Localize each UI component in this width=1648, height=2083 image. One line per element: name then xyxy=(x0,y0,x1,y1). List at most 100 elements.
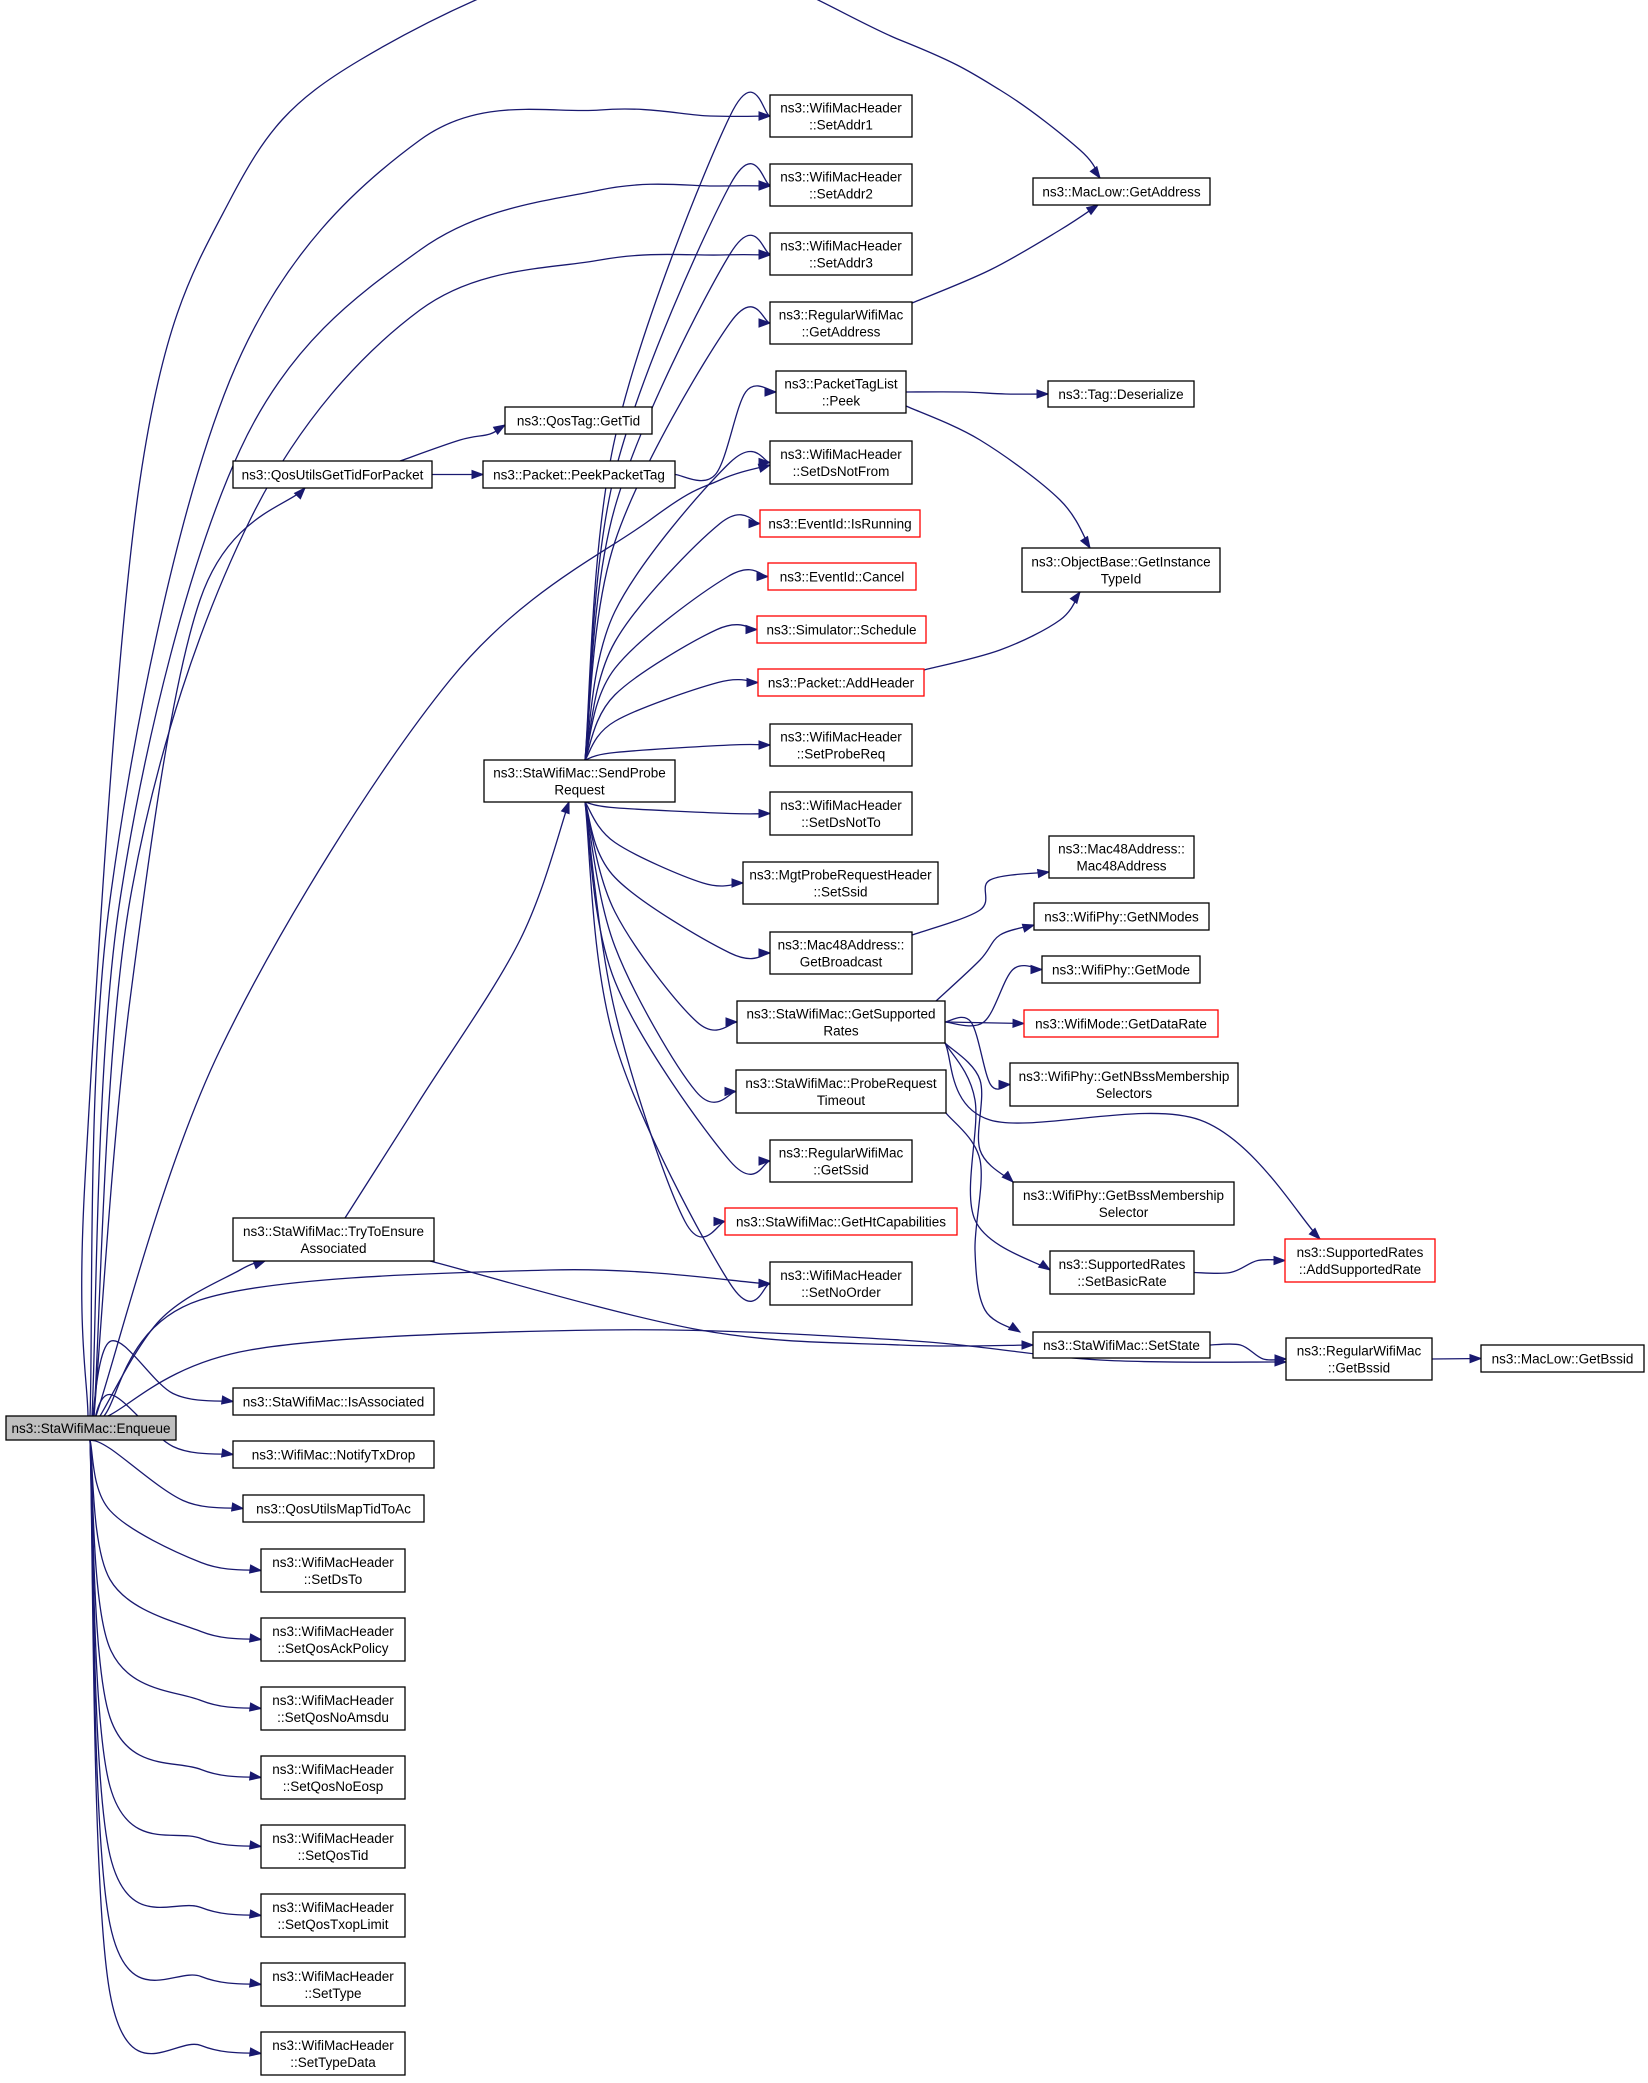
node-box xyxy=(757,668,925,697)
node-maclowgetbssid[interactable]: ns3::MacLow::GetBssid xyxy=(1480,1344,1645,1373)
edge-sendprobe-to-mgtsetssid xyxy=(584,801,744,887)
node-addheader[interactable]: ns3::Packet::AddHeader xyxy=(757,668,925,697)
edge-tryassoc-to-setstate xyxy=(429,1260,1034,1347)
node-label-line: ::SetTypeData xyxy=(290,2055,376,2070)
node-label-line: ::SetAddr2 xyxy=(809,187,873,202)
node-label-line: ns3::QosTag::GetTid xyxy=(517,414,640,429)
node-mgtsetssid[interactable]: ns3::MgtProbeRequestHeader::SetSsid xyxy=(742,861,939,905)
node-tagdeser[interactable]: ns3::Tag::Deserialize xyxy=(1047,380,1195,408)
edge-enqueue-to-setqosnoamsdu-arrowhead xyxy=(248,1702,263,1712)
node-notifytxdrop[interactable]: ns3::WifiMac::NotifyTxDrop xyxy=(232,1440,435,1469)
node-evrunning[interactable]: ns3::EventId::IsRunning xyxy=(759,509,921,538)
node-simsched[interactable]: ns3::Simulator::Schedule xyxy=(756,615,927,644)
node-getnmodes[interactable]: ns3::WifiPhy::GetNModes xyxy=(1033,902,1210,931)
node-label-line: ns3::Mac48Address:: xyxy=(778,938,905,953)
node-label-line: ::SetAddr1 xyxy=(809,118,873,133)
edge-sendprobe-to-probetimeout-arrowhead xyxy=(724,1086,738,1097)
node-addsuprate[interactable]: ns3::SupportedRates::AddSupportedRate xyxy=(1284,1238,1436,1283)
node-label-line: ns3::SupportedRates xyxy=(1059,1257,1186,1272)
edge-enqueue-to-maclowgetaddr-arrowhead xyxy=(1089,165,1101,180)
node-setqostid[interactable]: ns3::WifiMacHeader::SetQosTid xyxy=(260,1824,406,1869)
node-enqueue[interactable]: ns3::StaWifiMac::Enqueue xyxy=(5,1415,177,1441)
node-mac48bcast[interactable]: ns3::Mac48Address::GetBroadcast xyxy=(769,931,913,975)
node-setdsnotto[interactable]: ns3::WifiMacHeader::SetDsNotTo xyxy=(769,791,913,836)
node-setqosack[interactable]: ns3::WifiMacHeader::SetQosAckPolicy xyxy=(260,1617,406,1662)
edge-sendprobe-to-setaddr1-arrowhead xyxy=(758,111,772,121)
edge-enqueue-to-qosmaptid-arrowhead xyxy=(230,1502,245,1512)
edge-getsuprates-to-setbasicrate-arrowhead xyxy=(1037,1259,1052,1271)
node-maclowgetaddr[interactable]: ns3::MacLow::GetAddress xyxy=(1032,177,1211,206)
node-settypedata[interactable]: ns3::WifiMacHeader::SetTypeData xyxy=(260,2031,406,2076)
edge-enqueue-to-setaddr1 xyxy=(89,108,771,1417)
node-qosmaptid[interactable]: ns3::QosUtilsMapTidToAc xyxy=(242,1494,425,1523)
node-box xyxy=(769,1139,913,1183)
node-getdatarate[interactable]: ns3::WifiMode::GetDataRate xyxy=(1023,1009,1219,1038)
node-label-line: Associated xyxy=(300,1241,366,1256)
node-regwifigetaddr[interactable]: ns3::RegularWifiMac::GetAddress xyxy=(769,301,913,345)
node-evcancel[interactable]: ns3::EventId::Cancel xyxy=(767,562,917,591)
node-setaddr1[interactable]: ns3::WifiMacHeader::SetAddr1 xyxy=(769,94,913,138)
node-label-line: ns3::RegularWifiMac xyxy=(1297,1344,1422,1359)
node-setdsto[interactable]: ns3::WifiMacHeader::SetDsTo xyxy=(260,1548,406,1593)
node-box xyxy=(769,931,913,975)
node-setstate[interactable]: ns3::StaWifiMac::SetState xyxy=(1032,1331,1211,1359)
node-settype[interactable]: ns3::WifiMacHeader::SetType xyxy=(260,1962,406,2007)
edge-sendprobe-to-simsched xyxy=(584,624,758,761)
node-gethtcap[interactable]: ns3::StaWifiMac::GetHtCapabilities xyxy=(724,1207,958,1236)
node-setnoorder[interactable]: ns3::WifiMacHeader::SetNoOrder xyxy=(769,1261,913,1306)
edge-enqueue-to-maclowgetaddr xyxy=(81,0,1101,1417)
node-label-line: ::SetSsid xyxy=(813,885,867,900)
edge-enqueue-to-setqosack xyxy=(89,1439,262,1641)
node-mac48ctor[interactable]: ns3::Mac48Address::Mac48Address xyxy=(1048,835,1195,879)
edge-enqueue-to-settype-arrowhead xyxy=(248,1978,263,1988)
edge-sendprobe-to-mac48bcast xyxy=(584,801,771,960)
node-label-line: ns3::WifiMacHeader xyxy=(272,2038,394,2053)
node-getmode[interactable]: ns3::WifiPhy::GetMode xyxy=(1041,955,1201,984)
edge-getsuprates-to-addsuprate-arrowhead xyxy=(1308,1227,1322,1241)
node-regwifigetbssid[interactable]: ns3::RegularWifiMac::GetBssid xyxy=(1285,1337,1433,1381)
edge-sendprobe-to-regwifigetssid xyxy=(584,801,771,1175)
node-label-line: ns3::Packet::PeekPacketTag xyxy=(493,468,665,483)
node-setbasicrate[interactable]: ns3::SupportedRates::SetBasicRate xyxy=(1049,1250,1195,1295)
node-qosgettid[interactable]: ns3::QosUtilsGetTidForPacket xyxy=(232,460,433,489)
node-isassoc[interactable]: ns3::StaWifiMac::IsAssociated xyxy=(232,1387,435,1416)
node-setqostxop[interactable]: ns3::WifiMacHeader::SetQosTxopLimit xyxy=(260,1893,406,1938)
node-qostaggettid[interactable]: ns3::QosTag::GetTid xyxy=(504,406,653,435)
node-box xyxy=(1041,955,1201,984)
edge-qosgettid-to-peekpkttag-arrowhead xyxy=(471,469,485,480)
node-box xyxy=(769,232,913,276)
node-setqosnoamsdu[interactable]: ns3::WifiMacHeader::SetQosNoAmsdu xyxy=(260,1686,406,1731)
edge-sendprobe-to-getsuprates xyxy=(584,801,738,1031)
node-setaddr3[interactable]: ns3::WifiMacHeader::SetAddr3 xyxy=(769,232,913,276)
node-label-line: ::SetDsTo xyxy=(304,1572,363,1587)
node-regwifigetssid[interactable]: ns3::RegularWifiMac::GetSsid xyxy=(769,1139,913,1183)
node-setdsnotfrom[interactable]: ns3::WifiMacHeader::SetDsNotFrom xyxy=(769,440,913,485)
edge-probetimeout-to-setstate xyxy=(945,1112,1021,1333)
edge-enqueue-to-setaddr3 xyxy=(93,253,771,1417)
node-label-line: ns3::WifiMacHeader xyxy=(780,101,902,116)
edge-enqueue-to-setdsnotfrom xyxy=(95,464,771,1417)
node-box xyxy=(1009,1062,1239,1107)
node-label-line: ns3::ObjectBase::GetInstance xyxy=(1031,555,1210,570)
node-setaddr2[interactable]: ns3::WifiMacHeader::SetAddr2 xyxy=(769,163,913,207)
node-label-line: ns3::WifiMacHeader xyxy=(780,447,902,462)
node-label-line: ns3::WifiMacHeader xyxy=(272,1900,394,1915)
node-setqosnoeosp[interactable]: ns3::WifiMacHeader::SetQosNoEosp xyxy=(260,1755,406,1800)
node-box xyxy=(1047,380,1195,408)
node-ptlpeek[interactable]: ns3::PacketTagList::Peek xyxy=(775,370,907,414)
edge-sendprobe-to-regwifigetssid-arrowhead xyxy=(758,1156,772,1166)
node-peekpkttag[interactable]: ns3::Packet::PeekPacketTag xyxy=(482,460,676,489)
node-label-line: ::SetProbeReq xyxy=(797,747,886,762)
node-box xyxy=(1012,1181,1235,1226)
edge-sendprobe-to-addheader-arrowhead xyxy=(746,677,760,688)
node-setprobereq[interactable]: ns3::WifiMacHeader::SetProbeReq xyxy=(769,723,913,767)
edge-sendprobe-to-setaddr2-arrowhead xyxy=(758,180,772,190)
node-label-line: Selectors xyxy=(1096,1086,1153,1101)
